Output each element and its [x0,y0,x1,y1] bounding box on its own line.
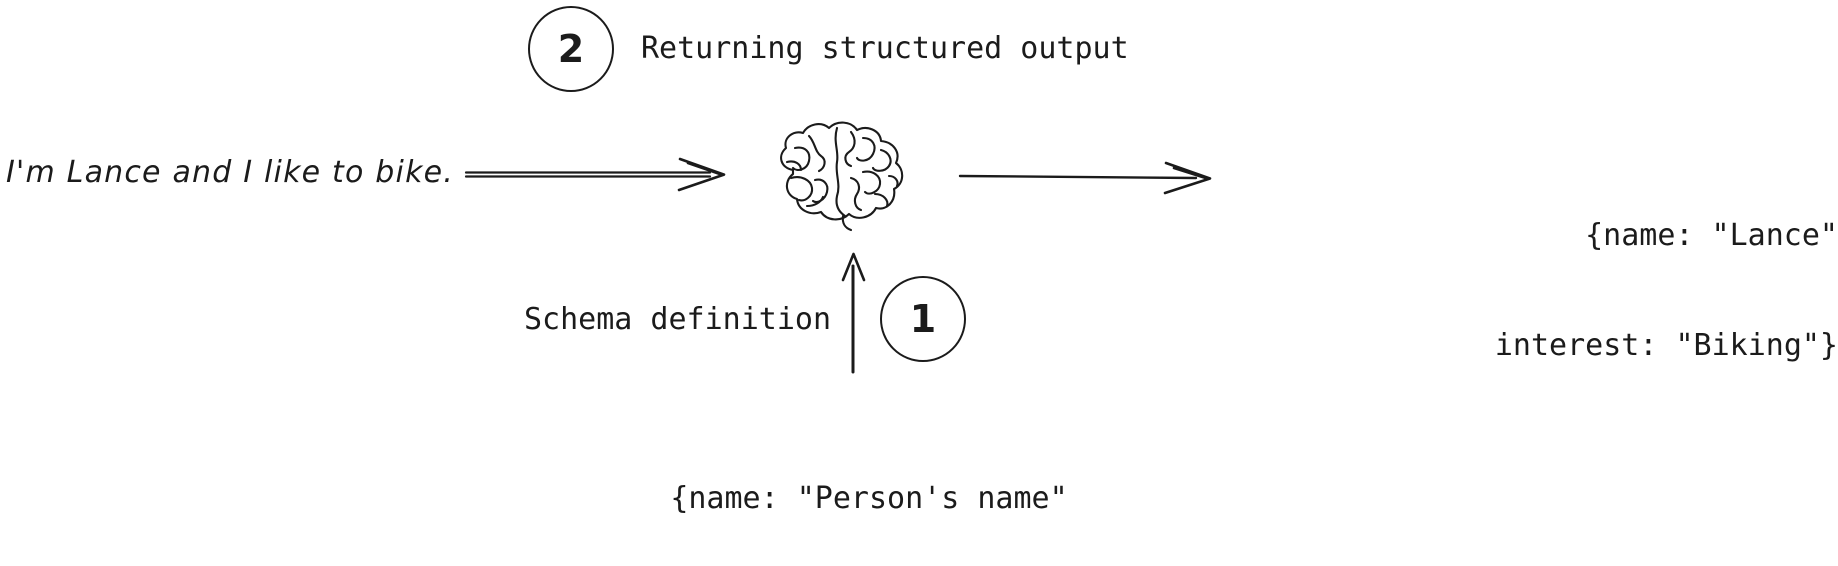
schema-payload: {name: "Person's name" interest: "Person… [369,408,1369,566]
step-1-badge: 1 [880,276,966,362]
brain-to-output-arrow [958,152,1220,202]
output-payload: {name: "Lance" interest: "Biking"} [1100,145,1838,438]
schema-payload-line-1: {name: "Person's name" [670,481,1068,517]
step-1-number: 1 [909,297,937,341]
output-payload-line-2: interest: "Biking"} [1494,327,1838,363]
output-payload-line-1: {name: "Lance" [1585,218,1838,254]
brain-icon [763,118,923,238]
step-2-number: 2 [557,27,585,71]
step-2-badge: 2 [528,6,614,92]
step-2-label: Returning structured output [641,31,1129,66]
schema-to-brain-arrow [834,250,884,375]
input-to-brain-arrow [464,150,736,200]
step-1-label: Schema definition [524,302,832,337]
input-text: I'm Lance and I like to bike. [6,155,455,190]
